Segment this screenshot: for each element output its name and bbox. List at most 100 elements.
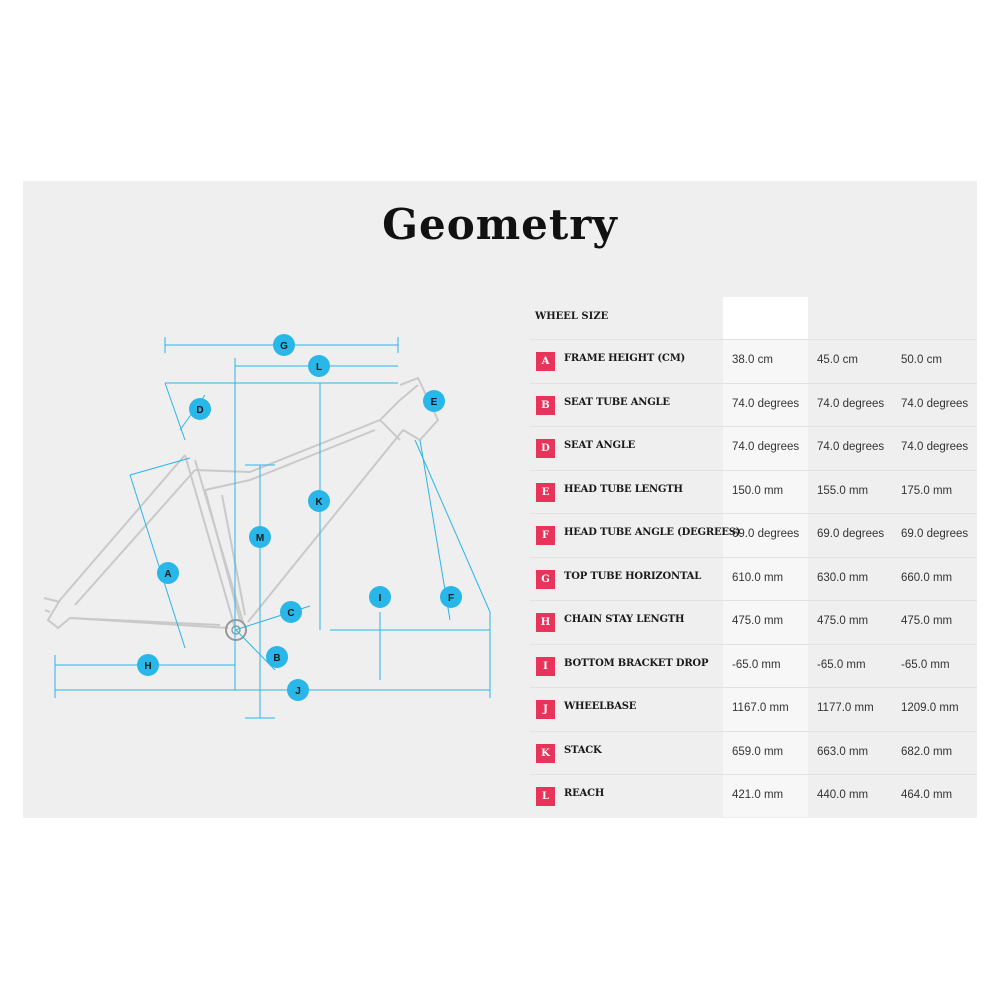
row-value-size-2: 74.0 degrees [817, 441, 885, 453]
marker-d-label: D [196, 405, 203, 416]
row-label: STACK [564, 744, 602, 756]
row-code-badge: E [536, 482, 555, 502]
table-row: E HEAD TUBE LENGTH 150.0 mm 155.0 mm 175.0 m… [530, 469, 977, 514]
row-value-size-3: 175.0 mm [901, 484, 953, 497]
marker-m [249, 526, 271, 548]
row-code-badge: I [536, 656, 555, 676]
marker-i [369, 586, 391, 608]
selected-column-bg [723, 297, 808, 339]
table-row: K STACK 659.0 mm 663.0 mm 682.0 mm [530, 730, 977, 775]
row-value-size-3: 660.0 mm [901, 571, 953, 584]
marker-g-label: G [280, 341, 288, 352]
row-value-size-2: 475.0 mm [817, 615, 869, 627]
row-label: SEAT TUBE ANGLE [564, 396, 670, 408]
row-value-size-1: 421.0 mm [732, 789, 784, 801]
row-value-size-2: 45.0 cm [817, 354, 858, 366]
row-code-badge: F [536, 526, 555, 545]
row-value-size-1: -65.0 mm [732, 658, 781, 671]
marker-d [189, 398, 211, 420]
row-label: REACH [564, 788, 605, 799]
marker-j [287, 679, 309, 701]
row-value-size-1: 74.0 degrees [732, 441, 800, 453]
row-value-size-1: 69.0 degrees [732, 528, 800, 540]
row-value-size-3: 74.0 degrees [901, 397, 969, 410]
row-value-size-1: 1167.0 mm [732, 702, 789, 714]
row-value-size-2: 155.0 mm [817, 484, 869, 497]
row-value-size-3: 69.0 degrees [901, 528, 969, 540]
marker-e [423, 390, 445, 412]
geometry-panel [23, 181, 977, 818]
row-code-badge: G [536, 569, 555, 589]
row-value-size-1: 38.0 cm [732, 354, 773, 366]
marker-a [157, 562, 179, 584]
page-title: Geometry [382, 200, 618, 249]
marker-b-label: B [273, 653, 280, 664]
row-value-size-3: 464.0 mm [901, 789, 953, 801]
marker-a-label: A [164, 569, 171, 580]
marker-l [308, 355, 330, 377]
marker-l-label: L [316, 362, 322, 373]
row-label: FRAME HEIGHT (CM) [564, 353, 686, 364]
marker-k-label: K [315, 497, 323, 508]
wheel-size-label: WHEEL SIZE [535, 311, 609, 322]
row-code-badge: J [536, 700, 555, 719]
row-code-badge: B [536, 395, 555, 415]
row-value-size-3: 74.0 degrees [901, 441, 969, 453]
row-value-size-3: 682.0 mm [901, 745, 953, 758]
row-value-size-1: 659.0 mm [732, 745, 784, 758]
table-row: A FRAME HEIGHT (CM) 38.0 cm 45.0 cm 50.0 cm [530, 339, 977, 383]
table-row: B SEAT TUBE ANGLE 74.0 degrees 74.0 degrees… [530, 382, 977, 427]
table-row: D SEAT ANGLE 74.0 degrees 74.0 degrees 74.0 … [530, 426, 977, 470]
row-label: SEAT ANGLE [564, 440, 636, 451]
marker-f [440, 586, 462, 608]
row-value-size-3: 475.0 mm [901, 615, 953, 627]
row-code-badge: L [536, 787, 555, 806]
row-code-badge: H [536, 613, 555, 632]
marker-k [308, 490, 330, 512]
row-label: HEAD TUBE LENGTH [564, 483, 683, 495]
row-label: WHEELBASE [564, 701, 637, 712]
row-value-size-1: 610.0 mm [732, 571, 784, 584]
table-row: L REACH 421.0 mm 440.0 mm 464.0 mm [530, 774, 977, 818]
marker-h [137, 654, 159, 676]
row-value-size-2: 630.0 mm [817, 571, 869, 584]
row-value-size-1: 475.0 mm [732, 615, 784, 627]
marker-circles: G L D E K M A C I F H B J [137, 334, 462, 701]
row-label: HEAD TUBE ANGLE (DEGREES) [564, 527, 741, 538]
column-2-bg [723, 339, 808, 817]
row-value-size-3: 50.0 cm [901, 354, 942, 366]
row-value-size-2: 1177.0 mm [817, 702, 874, 714]
marker-c [280, 601, 302, 623]
row-value-size-2: 663.0 mm [817, 745, 869, 758]
row-label: BOTTOM BRACKET DROP [564, 657, 709, 669]
row-value-size-2: -65.0 mm [817, 658, 866, 671]
row-value-size-1: 74.0 degrees [732, 397, 800, 410]
row-label: TOP TUBE HORIZONTAL [564, 570, 702, 582]
row-code-badge: K [536, 743, 555, 763]
table-row: H CHAIN STAY LENGTH 475.0 mm 475.0 mm 475.0 … [530, 600, 977, 644]
table-row: G TOP TUBE HORIZONTAL 610.0 mm 630.0 mm 660.… [530, 556, 977, 601]
row-value-size-2: 74.0 degrees [817, 397, 885, 410]
marker-m-label: M [256, 533, 264, 544]
row-label: CHAIN STAY LENGTH [564, 614, 685, 625]
marker-g [273, 334, 295, 356]
marker-e-label: E [431, 397, 438, 408]
row-value-size-2: 69.0 degrees [817, 528, 885, 540]
table-row: J WHEELBASE 1167.0 mm 1177.0 mm 1209.0 mm [530, 687, 977, 731]
row-value-size-2: 440.0 mm [817, 789, 869, 801]
marker-h-label: H [144, 661, 151, 672]
marker-j-label: J [295, 686, 301, 697]
row-code-badge: A [536, 352, 555, 371]
marker-b [266, 646, 288, 668]
marker-f-label: F [448, 593, 454, 604]
table-row: I BOTTOM BRACKET DROP -65.0 mm -65.0 mm -65.… [530, 643, 977, 688]
row-code-badge: D [536, 439, 555, 458]
marker-c-label: C [287, 608, 294, 619]
row-value-size-3: 1209.0 mm [901, 702, 959, 714]
marker-i-label: I [379, 593, 382, 604]
row-value-size-3: -65.0 mm [901, 658, 950, 671]
row-value-size-1: 150.0 mm [732, 484, 784, 497]
bike-frame [43, 377, 439, 641]
